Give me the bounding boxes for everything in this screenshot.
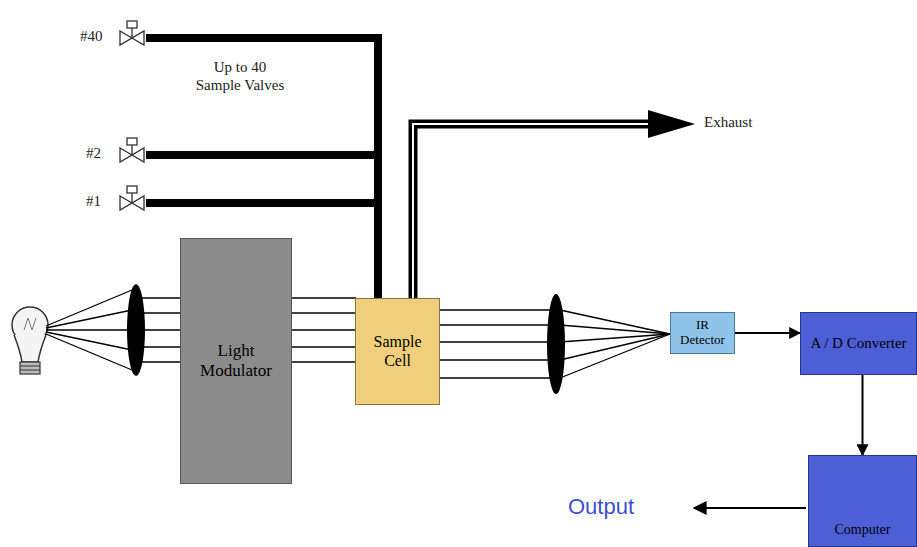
detector-box: IR Detector — [670, 312, 735, 354]
valve-note: Up to 40 Sample Valves — [192, 58, 288, 94]
node-text: Sample Cell — [362, 333, 433, 370]
node-text: A / D Converter — [810, 335, 906, 352]
valve-number: #1 — [86, 193, 101, 210]
exhaust-pipe — [413, 110, 695, 298]
exhaust-label: Exhaust — [704, 114, 752, 131]
output-arrow — [694, 507, 806, 509]
node-text: Computer — [835, 522, 891, 538]
valve-number: #2 — [86, 145, 101, 162]
signal-arrow — [862, 375, 864, 455]
signal-arrow — [735, 332, 800, 334]
modulator-box: Light Modulator — [180, 238, 292, 484]
output-label: Output — [568, 494, 634, 520]
computer-box: Computer — [808, 455, 917, 547]
lens — [127, 284, 145, 376]
converter-box: A / D Converter — [800, 312, 917, 375]
node-text: IR Detector — [675, 318, 730, 348]
valve-number: #40 — [80, 28, 103, 45]
node-text: Light Modulator — [191, 341, 281, 380]
lens — [547, 294, 565, 394]
valve-symbols — [120, 21, 144, 210]
sample-cell: Sample Cell — [355, 298, 440, 405]
light-bulb — [12, 307, 48, 374]
